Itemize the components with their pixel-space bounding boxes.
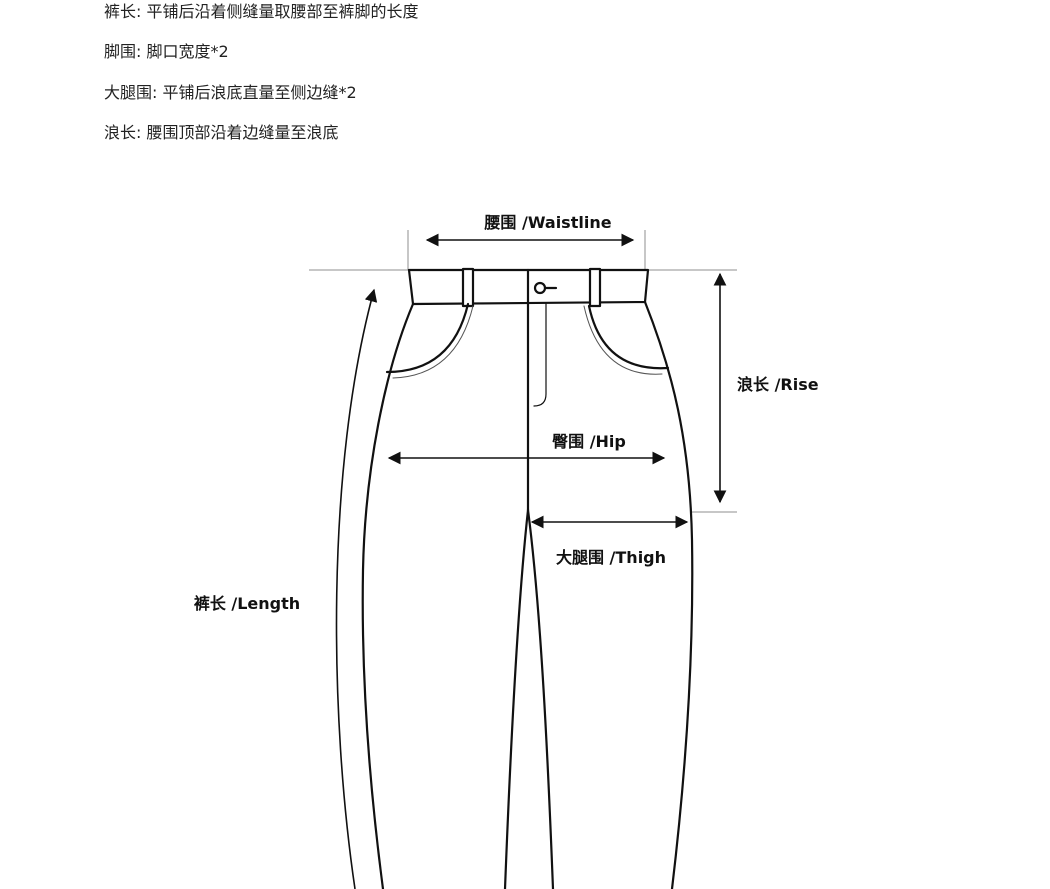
belt-loop-right <box>588 267 602 308</box>
pocket-left-stitch <box>392 305 474 379</box>
inner-left-leg <box>503 508 530 889</box>
measurement-arrows <box>335 233 727 889</box>
outer-left-leg <box>361 302 415 889</box>
belt-loop-left <box>461 267 475 308</box>
note-hem: 脚围: 脚口宽度*2 <box>104 42 229 61</box>
waistline-label: 腰围 /Waistline <box>484 213 611 232</box>
note-rise: 浪长: 腰围顶部沿着边缝量至浪底 <box>104 123 339 142</box>
rise-label: 浪长 /Rise <box>737 375 819 394</box>
outer-right-leg <box>643 300 694 889</box>
pocket-right-stitch <box>583 305 663 375</box>
pants-outline <box>361 267 694 889</box>
inner-right-leg <box>526 508 555 889</box>
pocket-left <box>385 302 470 374</box>
note-length: 裤长: 平铺后沿着侧缝量取腰部至裤脚的长度 <box>104 2 419 21</box>
thigh-label: 大腿围 /Thigh <box>556 548 666 567</box>
note-thigh: 大腿围: 平铺后浪底直量至侧边缝*2 <box>104 83 357 102</box>
hip-label: 臀围 /Hip <box>552 432 626 451</box>
length-arrow <box>335 288 378 889</box>
pocket-right <box>587 304 670 370</box>
fly-stitch <box>533 303 547 407</box>
length-label: 裤长 /Length <box>194 594 300 613</box>
